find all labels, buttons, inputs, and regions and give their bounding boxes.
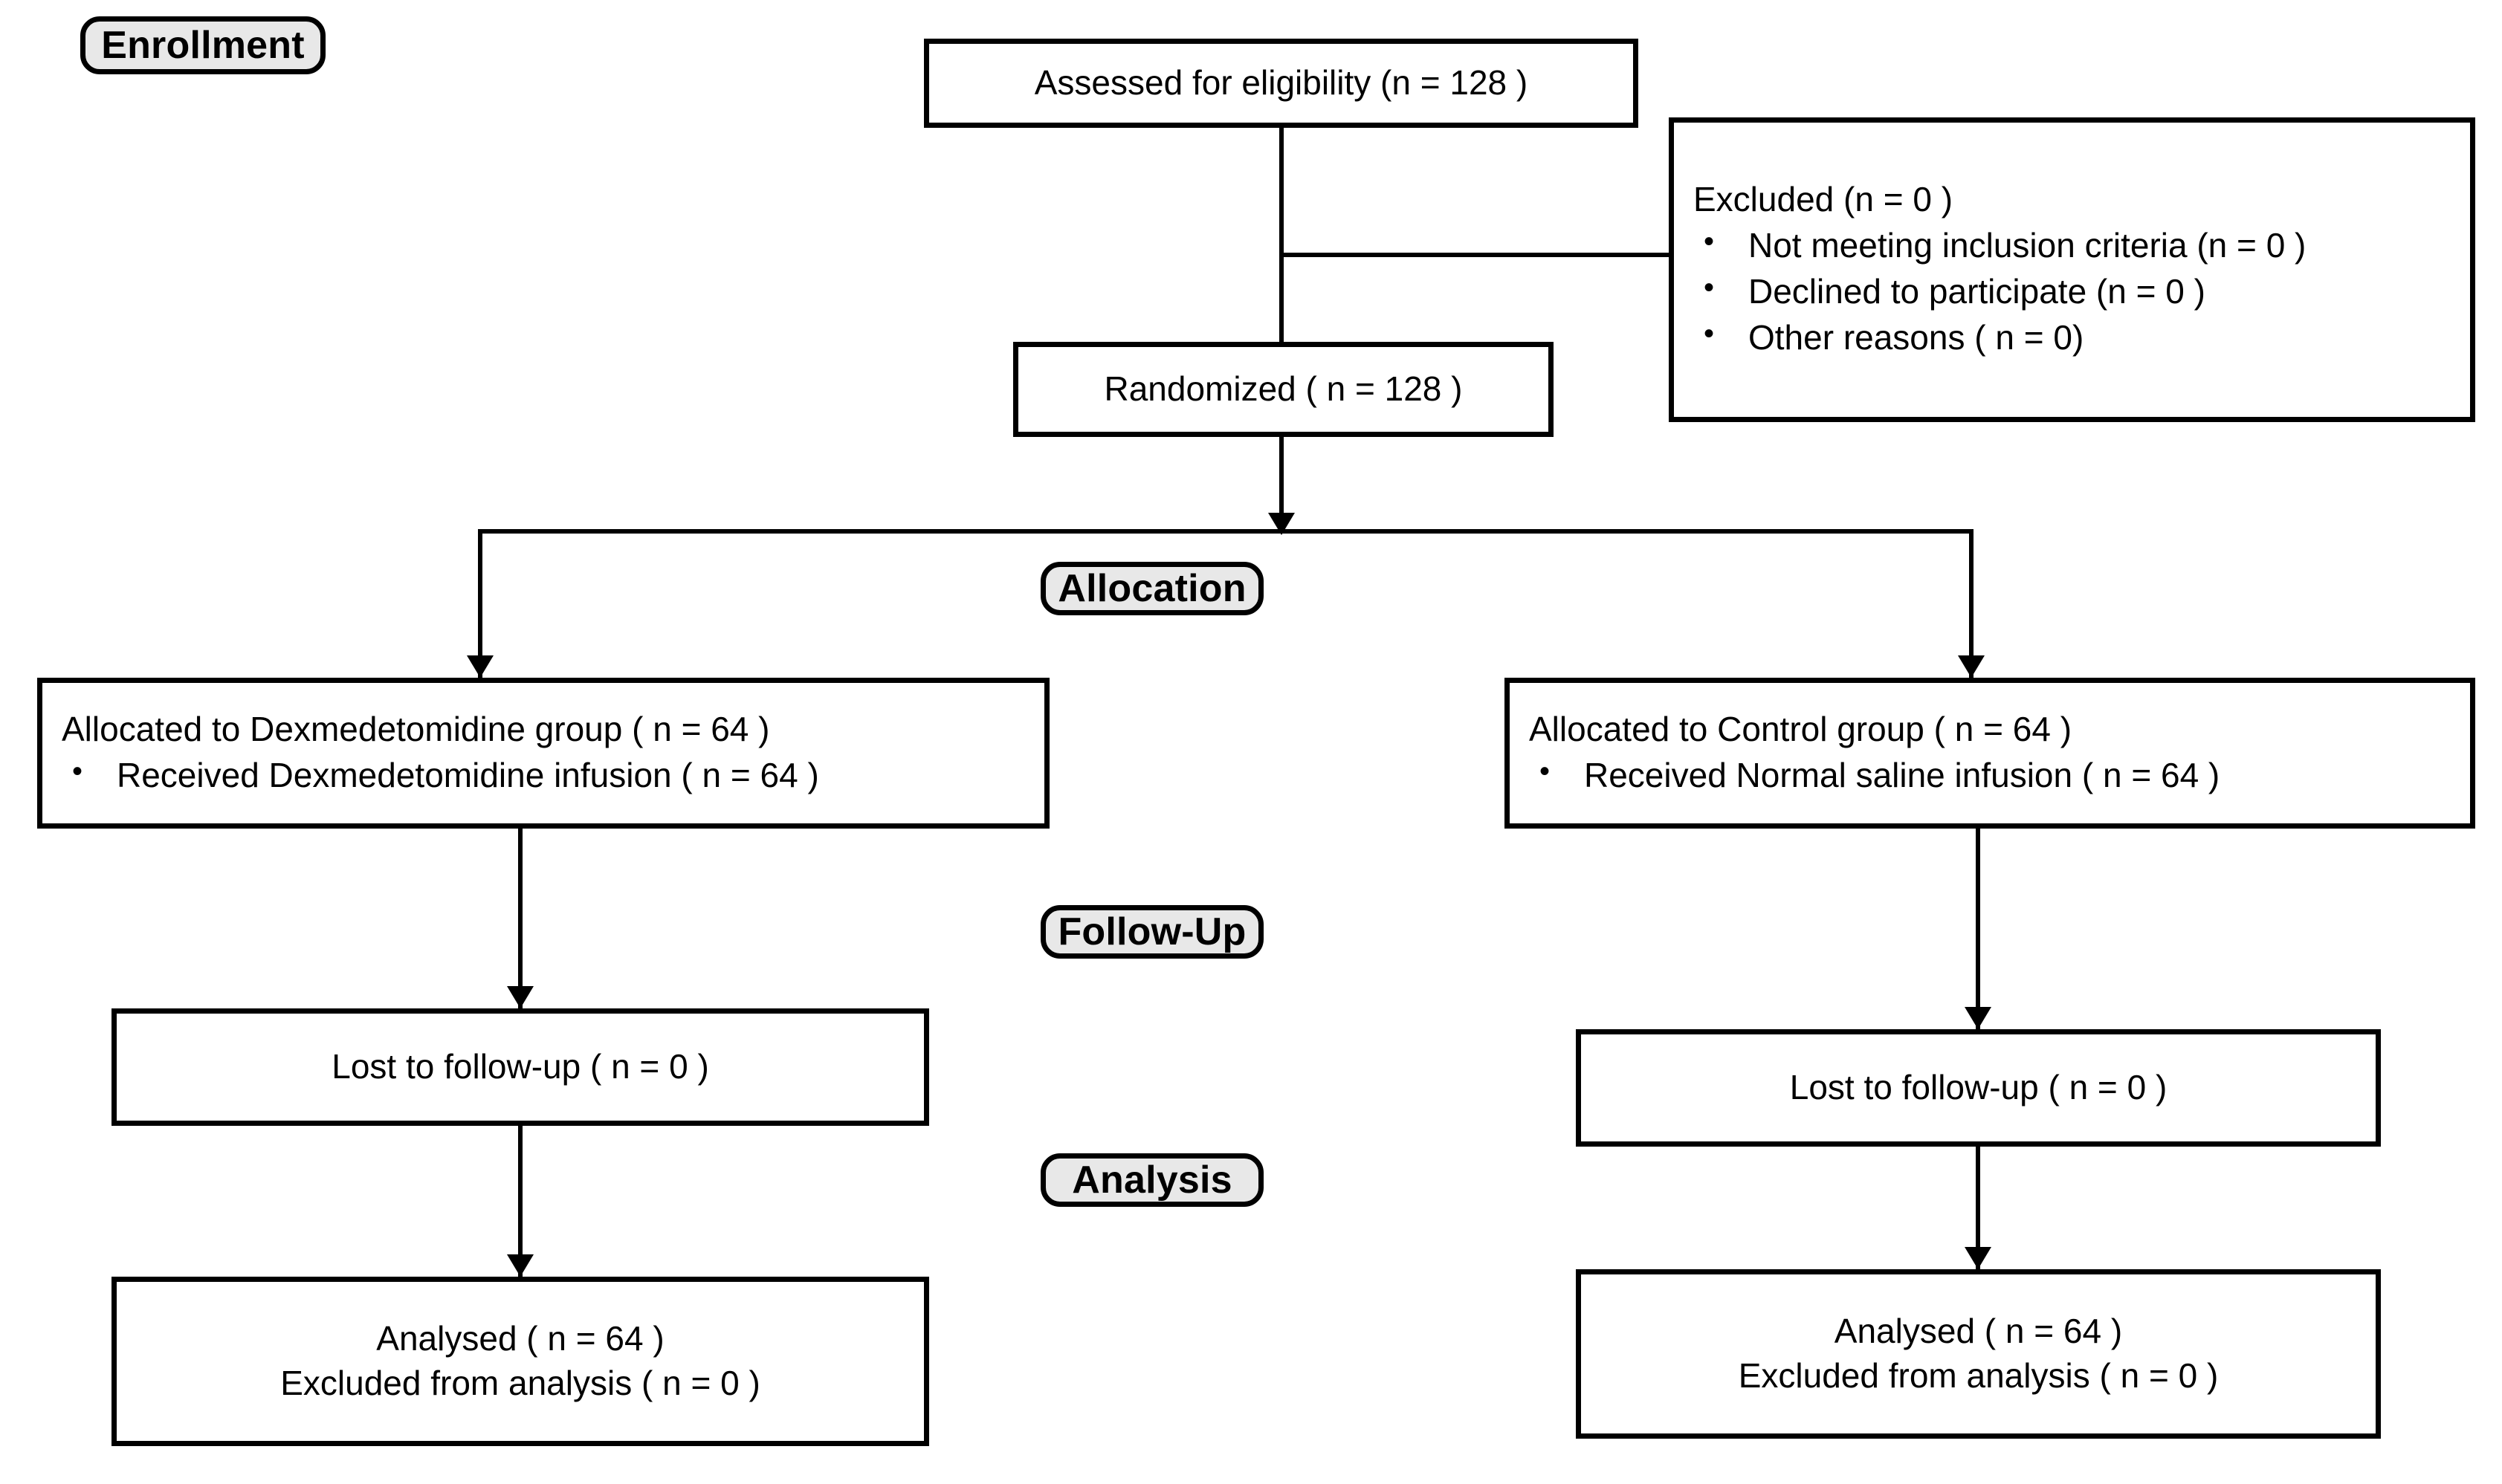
node-excluded-bullet-list: Not meeting inclusion criteria (n = 0 ) …	[1693, 222, 2451, 360]
node-randomized: Randomized ( n = 128 )	[1013, 342, 1554, 437]
arrow-analysed-right-down	[1965, 1247, 1991, 1269]
connector-alloc-right-to-lost-right	[1976, 829, 1980, 1029]
node-lost-left-text: Lost to follow-up ( n = 0 )	[332, 1047, 709, 1086]
node-analysed-right: Analysed ( n = 64 ) Excluded from analys…	[1576, 1269, 2381, 1439]
stage-label-allocation: Allocation	[1041, 562, 1264, 615]
node-excluded-heading: Excluded (n = 0 )	[1693, 180, 1953, 219]
arrow-lost-right-down	[1965, 1007, 1991, 1029]
node-analysed-left: Analysed ( n = 64 ) Excluded from analys…	[111, 1277, 929, 1446]
arrow-alloc-left-down	[467, 655, 494, 678]
node-randomized-text: Randomized ( n = 128 )	[1104, 369, 1463, 409]
arrow-alloc-right-down	[1958, 655, 1985, 678]
arrow-lost-left-down	[507, 986, 534, 1008]
connector-alloc-left-to-lost-left	[518, 829, 523, 1008]
stage-label-enrollment-text: Enrollment	[101, 24, 305, 67]
node-lost-to-followup-left: Lost to follow-up ( n = 0 )	[111, 1008, 929, 1126]
stage-label-followup: Follow-Up	[1041, 905, 1264, 959]
node-excluded-bullet-1: Declined to participate (n = 0 )	[1693, 268, 2451, 314]
node-excluded-bullet-2: Other reasons ( n = 0)	[1693, 314, 2451, 360]
node-lost-right-text: Lost to follow-up ( n = 0 )	[1789, 1068, 2168, 1107]
node-allocated-dexmedetomidine: Allocated to Dexmedetomidine group ( n =…	[37, 678, 1050, 829]
connector-allocation-split-bar	[478, 529, 1974, 534]
node-alloc-left-bullet-list: Received Dexmedetomidine infusion ( n = …	[62, 752, 1025, 798]
connector-randomized-to-excluded	[1279, 253, 1672, 257]
node-alloc-right-bullet-list: Received Normal saline infusion ( n = 64…	[1529, 752, 2451, 798]
node-analysed-left-line1: Analysed ( n = 64 )	[376, 1319, 665, 1358]
connector-lost-right-to-analysed-right	[1976, 1147, 1980, 1269]
stage-label-enrollment: Enrollment	[80, 16, 326, 74]
node-analysed-right-line2: Excluded from analysis ( n = 0 )	[1738, 1356, 2219, 1395]
node-alloc-right-heading: Allocated to Control group ( n = 64 )	[1529, 709, 2072, 748]
stage-label-followup-text: Follow-Up	[1058, 910, 1247, 953]
node-assessed-for-eligibility: Assessed for eligibility (n = 128 )	[924, 39, 1638, 128]
node-analysed-left-line2: Excluded from analysis ( n = 0 )	[280, 1364, 760, 1402]
node-allocated-control: Allocated to Control group ( n = 64 ) Re…	[1504, 678, 2475, 829]
connector-split-to-alloc-left	[478, 529, 482, 678]
node-excluded-bullet-0: Not meeting inclusion criteria (n = 0 )	[1693, 222, 2451, 268]
connector-lost-left-to-analysed-left	[518, 1126, 523, 1277]
node-alloc-left-bullet-0: Received Dexmedetomidine infusion ( n = …	[62, 752, 1025, 798]
node-analysed-right-line1: Analysed ( n = 64 )	[1834, 1312, 2123, 1351]
stage-label-allocation-text: Allocation	[1058, 567, 1247, 610]
connector-randomized-to-split	[1279, 437, 1284, 532]
stage-label-analysis: Analysis	[1041, 1153, 1264, 1207]
node-assessed-text: Assessed for eligibility (n = 128 )	[1034, 63, 1528, 103]
connector-assessed-to-randomized	[1279, 128, 1284, 342]
node-alloc-right-bullet-0: Received Normal saline infusion ( n = 64…	[1529, 752, 2451, 798]
stage-label-analysis-text: Analysis	[1072, 1159, 1232, 1202]
connector-split-to-alloc-right	[1969, 529, 1974, 678]
node-alloc-left-heading: Allocated to Dexmedetomidine group ( n =…	[62, 709, 770, 748]
node-lost-to-followup-right: Lost to follow-up ( n = 0 )	[1576, 1029, 2381, 1147]
arrow-analysed-left-down	[507, 1254, 534, 1277]
node-excluded: Excluded (n = 0 ) Not meeting inclusion …	[1669, 117, 2475, 422]
